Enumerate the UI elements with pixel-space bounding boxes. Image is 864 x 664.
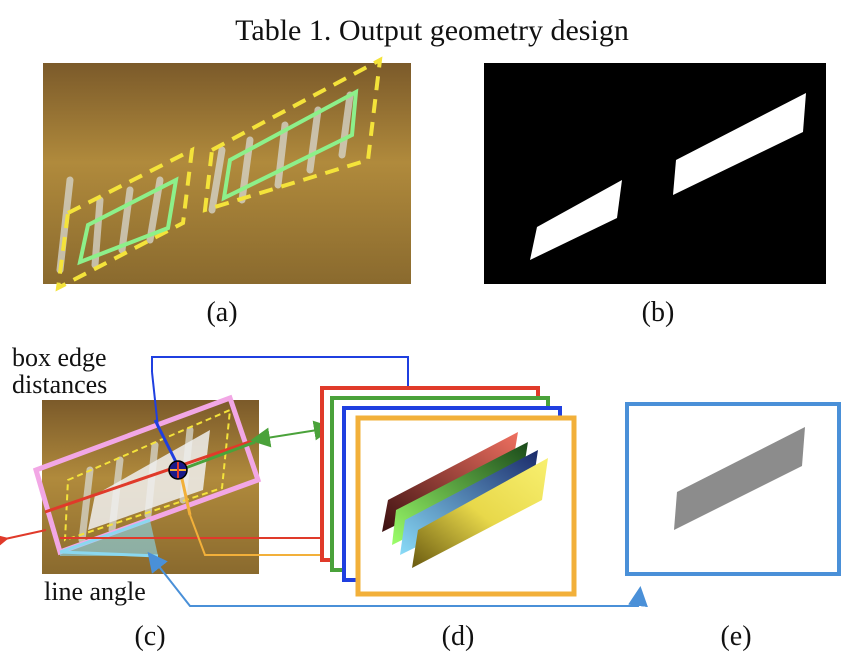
label-line-angle: line angle — [44, 577, 146, 606]
label-box-edge: box edge — [12, 343, 107, 372]
caption-a: (a) — [206, 297, 238, 328]
caption-b: (b) — [641, 297, 675, 328]
panel-e-angle-map — [625, 402, 841, 576]
panel-a-photo — [43, 56, 411, 292]
panel-b-mask — [484, 63, 826, 284]
caption-d: (d) — [441, 621, 475, 652]
panel-c-geometry — [32, 394, 262, 574]
caption-c: (c) — [134, 621, 166, 652]
label-distances: distances — [12, 370, 108, 399]
caption-e: (e) — [720, 621, 752, 652]
panel-d-output-maps — [320, 386, 577, 597]
figure-title: Table 1. Output geometry design — [235, 14, 629, 47]
connector-arrows — [0, 356, 648, 608]
